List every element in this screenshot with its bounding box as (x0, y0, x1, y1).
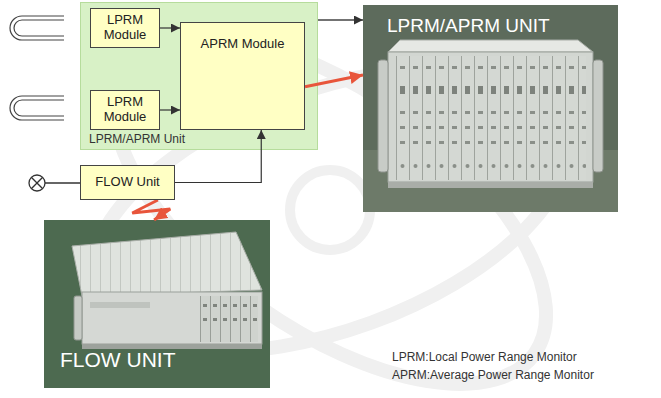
node-text: FLOW UNIT (60, 348, 176, 372)
abbreviation-note: APRM:Average Power Range Monitor (392, 368, 594, 382)
node-text: LPRM/APRM UNIT (387, 15, 550, 37)
photo-pointer-arrow (132, 200, 170, 220)
unit-box: FLOW Unit (80, 165, 175, 200)
signal-arrow (175, 130, 261, 183)
output-arrow (318, 19, 363, 21)
flow-unit-photo (44, 220, 270, 388)
photo-pointer-arrow (305, 75, 363, 87)
abbreviation-note: LPRM:Local Power Range Monitor (392, 350, 577, 364)
module-box: LPRM Module (90, 8, 160, 48)
module-box: LPRM Module (90, 90, 160, 130)
note-text: APRM:Average Power Range Monitor (392, 368, 594, 382)
module-box: APRM Module (180, 22, 305, 130)
photo-panel: LPRM/APRM UNIT (363, 5, 618, 212)
note-text: LPRM:Local Power Range Monitor (392, 350, 577, 364)
node-text: APRM Module (201, 37, 285, 52)
signal-arrow (160, 27, 180, 28)
flow-sensor-symbol (29, 175, 80, 191)
node-text: LPRM/APRM Unit (89, 133, 185, 147)
photo-panel: FLOW UNIT (44, 220, 270, 388)
node-text: LPRM Module (95, 95, 155, 125)
detector-symbol (10, 16, 64, 120)
unit-photo (363, 5, 618, 212)
node-text: LPRM Module (95, 13, 155, 43)
node-text: FLOW Unit (95, 175, 159, 190)
signal-arrow (160, 109, 180, 110)
unit-group: LPRM/APRM UnitLPRM ModuleLPRM ModuleAPRM… (80, 2, 318, 150)
